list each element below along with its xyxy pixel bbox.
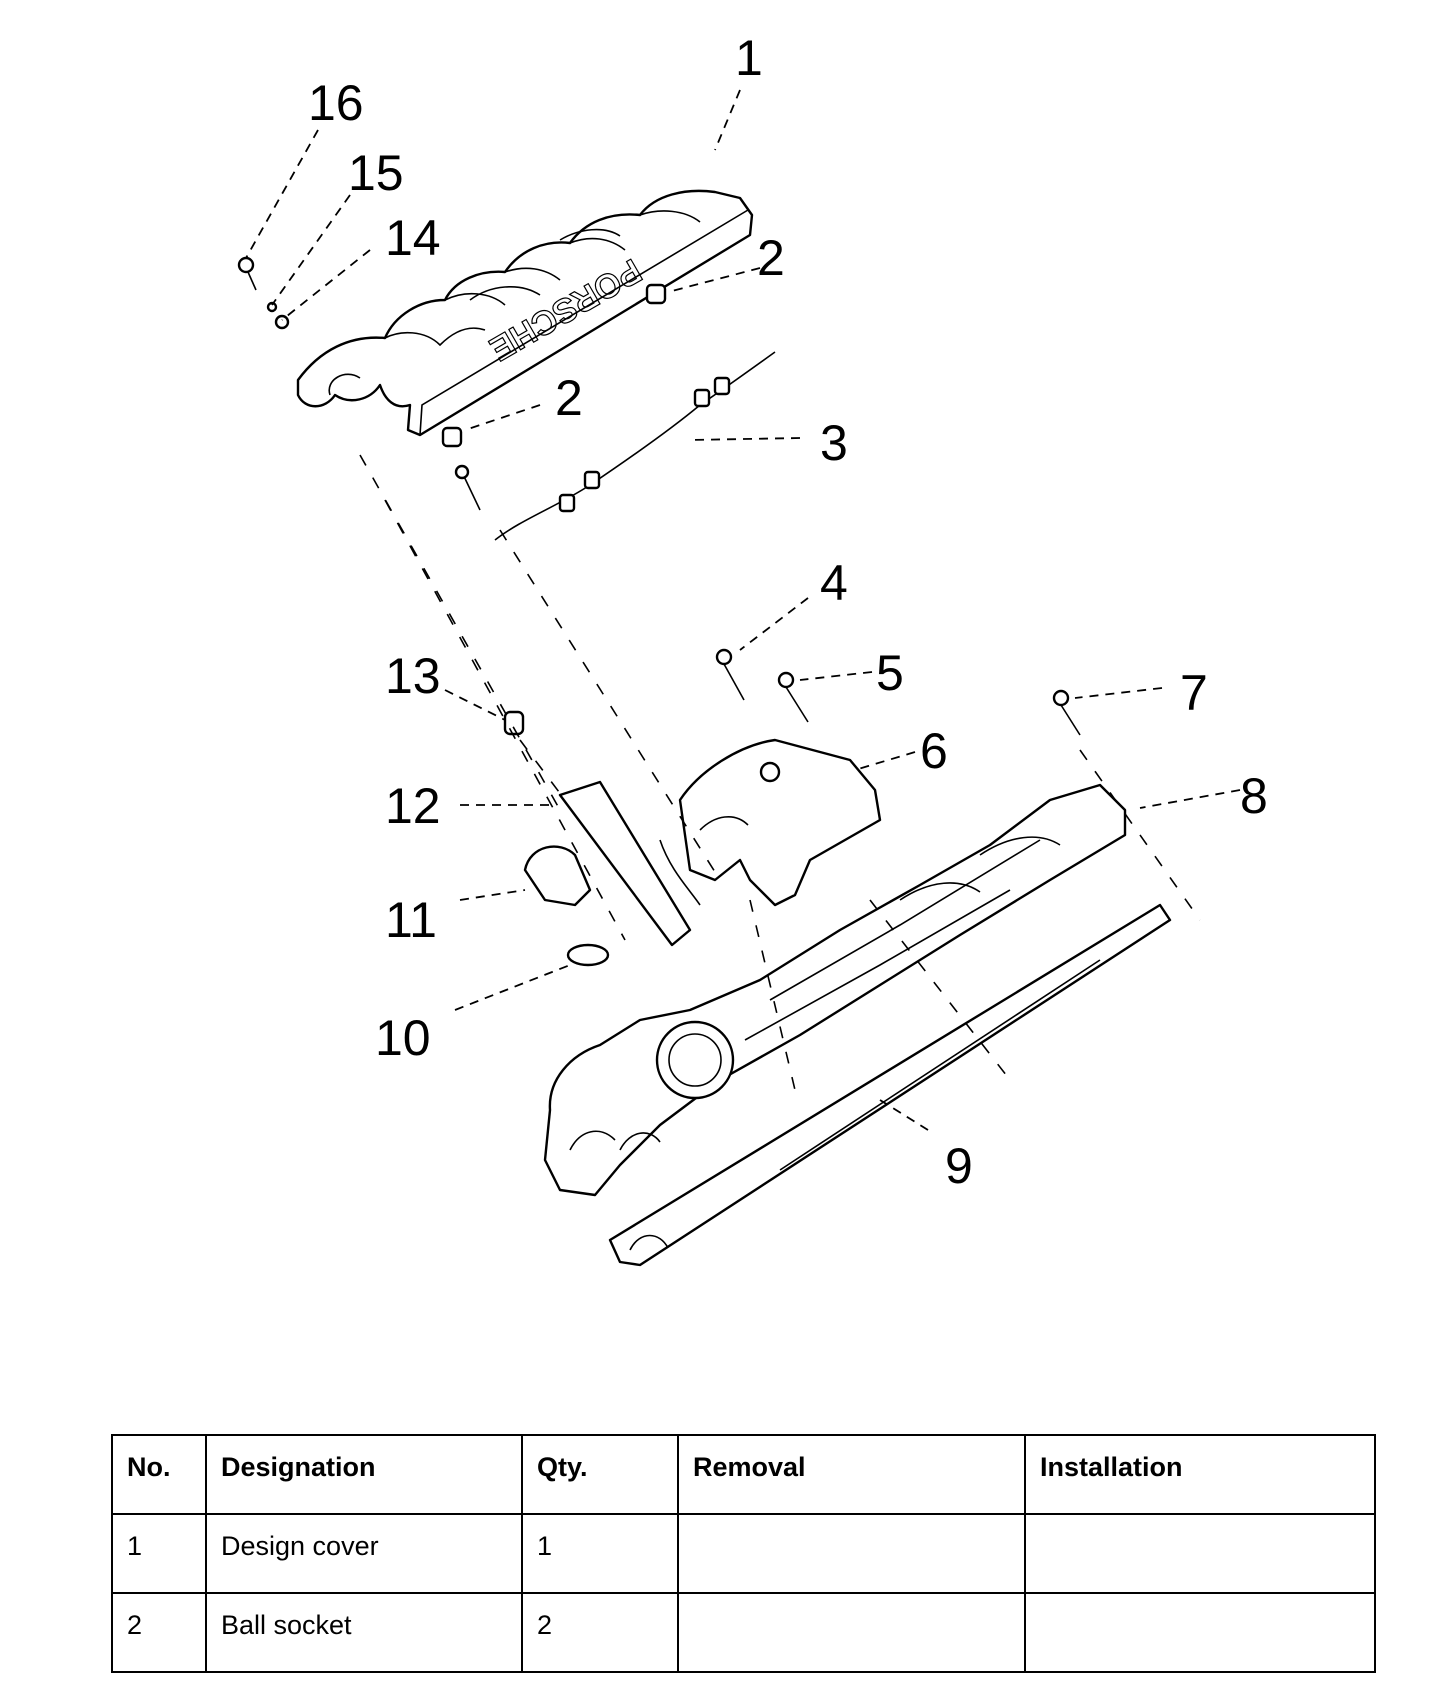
header-designation: Designation (205, 1434, 523, 1515)
cell-qty: 1 (521, 1513, 679, 1594)
wire-harness-part (454, 351, 776, 541)
header-qty: Qty. (521, 1434, 679, 1515)
parts-table: No. Designation Qty. Removal Installatio… (111, 1434, 1376, 1673)
callout-5: 5 (876, 645, 904, 701)
bolt-part (237, 256, 1081, 736)
header-installation: Installation (1024, 1434, 1376, 1515)
callout-15: 15 (348, 145, 404, 201)
callout-2a: 2 (757, 230, 785, 286)
callout-12: 12 (385, 778, 441, 834)
callout-11: 11 (385, 892, 437, 948)
alignment-lines (359, 454, 1201, 1091)
cell-removal (677, 1513, 1026, 1594)
small-parts-group (266, 301, 692, 967)
callout-2b: 2 (555, 370, 583, 426)
valve-cover-part (543, 783, 1172, 1267)
ball-socket-part (441, 283, 667, 448)
cell-no: 1 (111, 1513, 207, 1594)
table-row: 2 Ball socket 2 (111, 1592, 1376, 1673)
exploded-parts-diagram: PORSCHE (237, 30, 1268, 1267)
callout-8: 8 (1240, 768, 1268, 824)
callout-10: 10 (375, 1010, 431, 1066)
leader-lines (245, 89, 1241, 1131)
callout-4: 4 (820, 555, 848, 611)
cell-qty: 2 (521, 1592, 679, 1673)
callout-16: 16 (308, 75, 364, 131)
cell-no: 2 (111, 1592, 207, 1673)
callout-7: 7 (1180, 665, 1208, 721)
callout-14: 14 (385, 210, 441, 266)
header-no: No. (111, 1434, 207, 1515)
header-removal: Removal (677, 1434, 1026, 1515)
cell-installation (1024, 1592, 1376, 1673)
table-row: 1 Design cover 1 (111, 1513, 1376, 1594)
bracket-part (659, 738, 882, 907)
callout-6: 6 (920, 723, 948, 779)
cell-removal (677, 1592, 1026, 1673)
callout-1: 1 (735, 30, 763, 86)
callout-13: 13 (385, 648, 441, 704)
table-header-row: No. Designation Qty. Removal Installatio… (111, 1434, 1376, 1515)
cell-designation: Design cover (205, 1513, 523, 1594)
callout-9: 9 (945, 1138, 973, 1194)
callout-3: 3 (820, 415, 848, 471)
design-cover-part: PORSCHE (296, 189, 754, 437)
cell-installation (1024, 1513, 1376, 1594)
cell-designation: Ball socket (205, 1592, 523, 1673)
